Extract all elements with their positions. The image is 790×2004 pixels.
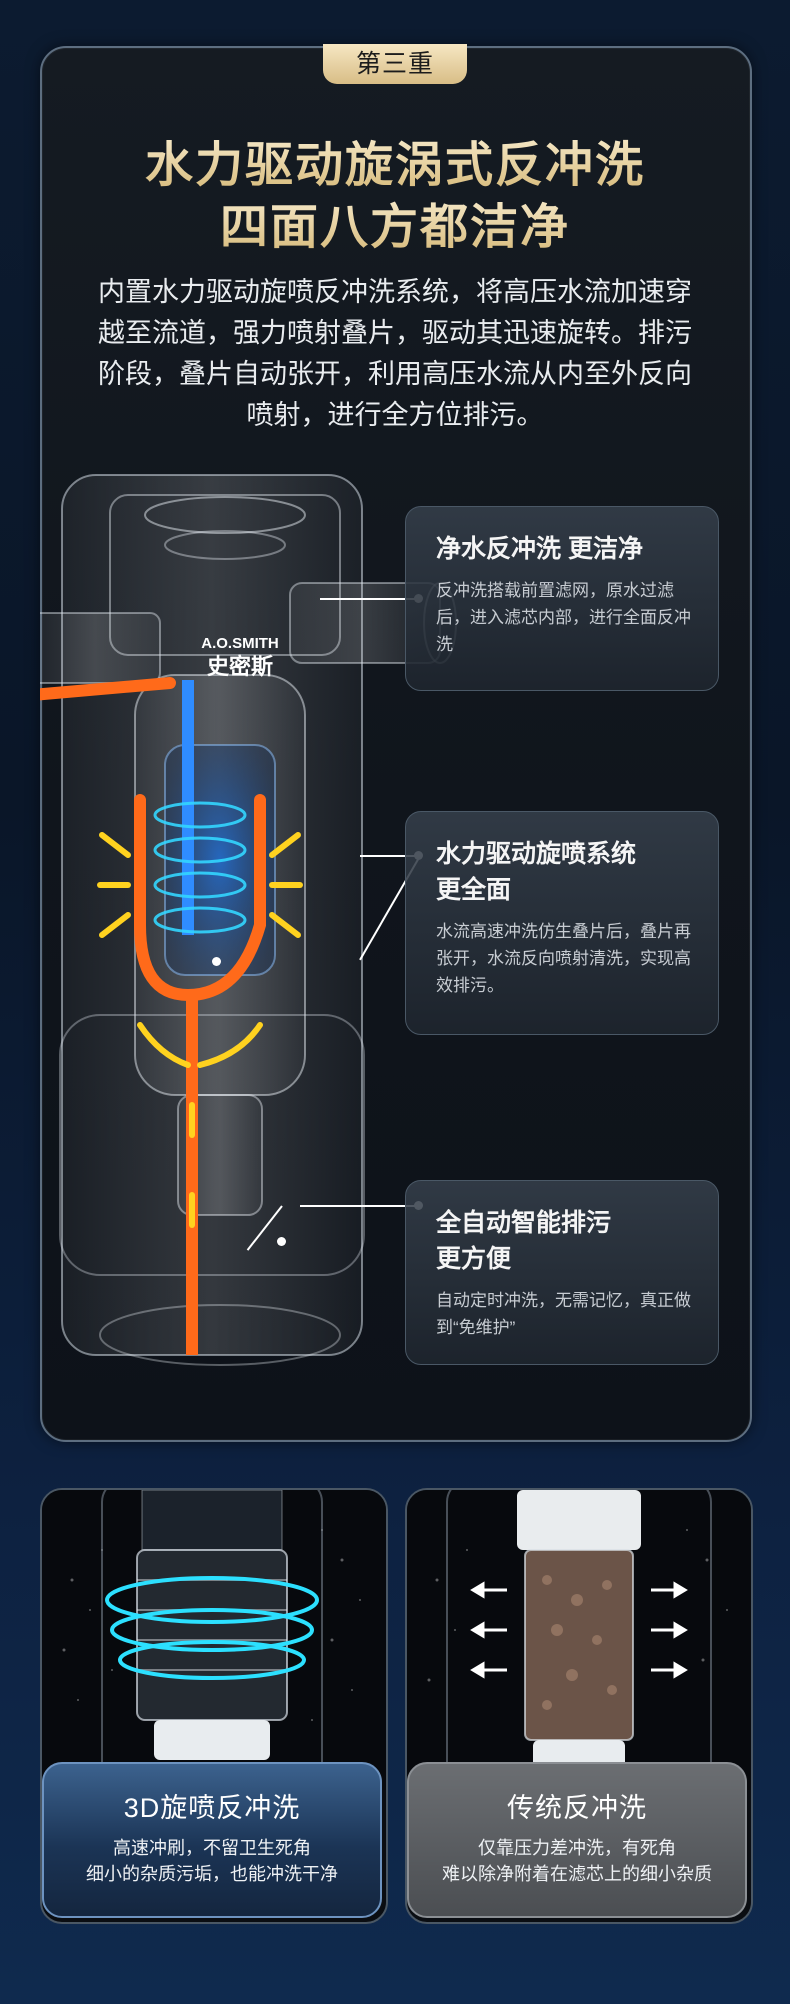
feature-3-title-line2: 更方便 <box>436 1245 512 1273</box>
section-badge: 第三重 <box>323 44 467 84</box>
brand-cn: 史密斯 <box>207 654 273 679</box>
compare-traditional-line1: 仅靠压力差冲洗，有死角 <box>478 1838 676 1858</box>
feature-2-title: 水力驱动旋喷系统更全面 <box>436 836 696 908</box>
feature-2-title-line1: 水力驱动旋喷系统 <box>436 840 637 868</box>
feature-3-desc: 自动定时冲洗，无需记忆，真正做到“免维护” <box>436 1291 691 1337</box>
traditional-backwash-illustration <box>407 1490 751 1790</box>
compare-traditional-title: 传统反冲洗 <box>507 1793 647 1823</box>
compare-card-traditional: 传统反冲洗 仅靠压力差冲洗，有死角 难以除净附着在滤芯上的细小杂质 <box>405 1488 753 1924</box>
feature-1-title: 净水反冲洗 更洁净 <box>436 535 643 563</box>
feature-2-title-line2: 更全面 <box>436 876 512 904</box>
compare-traditional-label: 传统反冲洗 仅靠压力差冲洗，有死角 难以除净附着在滤芯上的细小杂质 <box>407 1762 747 1918</box>
compare-card-3d: 3D旋喷反冲洗 高速冲刷，不留卫生死角 细小的杂质污垢，也能冲洗干净 <box>40 1488 388 1924</box>
compare-3d-title: 3D旋喷反冲洗 <box>123 1793 301 1823</box>
leader-line-1 <box>320 598 422 600</box>
headline-line1: 水力驱动旋涡式反冲洗 <box>40 125 750 195</box>
feature-box-3: 全自动智能排污更方便 自动定时冲洗，无需记忆，真正做到“免维护” <box>405 1180 719 1365</box>
feature-3-title-line1: 全自动智能排污 <box>436 1209 612 1237</box>
compare-traditional-line2: 难以除净附着在滤芯上的细小杂质 <box>442 1864 712 1884</box>
feature-3-title: 全自动智能排污更方便 <box>436 1205 696 1277</box>
feature-box-2: 水力驱动旋喷系统更全面 水流高速冲洗仿生叠片后，叠片再张开，水流反向喷射清洗，实… <box>405 811 719 1035</box>
leader-line-3 <box>300 1205 422 1207</box>
compare-3d-label: 3D旋喷反冲洗 高速冲刷，不留卫生死角 细小的杂质污垢，也能冲洗干净 <box>42 1762 382 1918</box>
leader-dot-3-start <box>277 1237 286 1246</box>
leader-line-2b <box>360 855 422 857</box>
compare-3d-line2: 细小的杂质污垢，也能冲洗干净 <box>86 1864 338 1884</box>
feature-box-1: 净水反冲洗 更洁净 反冲洗搭载前置滤网，原水过滤后，进入滤芯内部，进行全面反冲洗 <box>405 506 719 691</box>
3d-backwash-illustration <box>42 1490 386 1790</box>
leader-dot-2-start <box>212 957 221 966</box>
feature-2-desc: 水流高速冲洗仿生叠片后，叠片再张开，水流反向喷射清洗，实现高效排污。 <box>436 922 691 995</box>
feature-1-desc: 反冲洗搭载前置滤网，原水过滤后，进入滤芯内部，进行全面反冲洗 <box>436 581 691 654</box>
compare-3d-line1: 高速冲刷，不留卫生死角 <box>113 1838 311 1858</box>
brand-en: A.O.SMITH <box>201 635 279 652</box>
headline-line2: 四面八方都洁净 <box>40 187 750 257</box>
filter-illustration: A.O.SMITH 史密斯 <box>40 474 457 1366</box>
intro-paragraph: 内置水力驱动旋喷反冲洗系统，将高压水流加速穿越至流道，强力喷射叠片，驱动其迅速旋… <box>98 277 692 430</box>
